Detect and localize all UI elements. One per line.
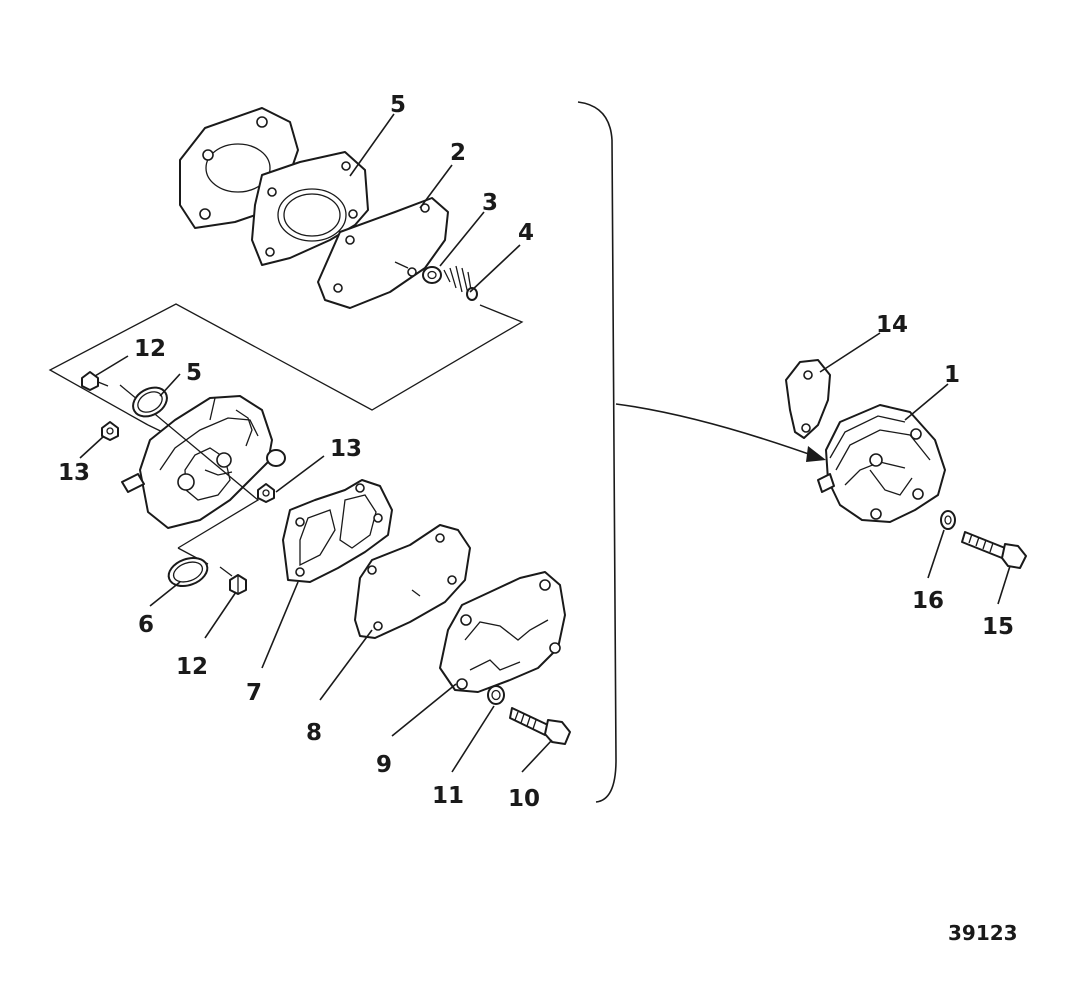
callout-13-right: 13 <box>330 436 362 462</box>
callout-12-bottom: 12 <box>176 654 208 680</box>
callout-9: 9 <box>376 752 392 778</box>
washer-11 <box>487 685 505 705</box>
figure-number: 39123 <box>948 921 1018 945</box>
screw-12-top <box>81 371 109 391</box>
assembled-pump-1 <box>817 404 946 523</box>
bolt-15 <box>961 531 1027 569</box>
assembly-arrow <box>615 403 826 462</box>
gasket-7 <box>282 479 393 583</box>
screw-12-bottom <box>229 574 247 595</box>
washer-3 <box>422 266 442 284</box>
spring-4 <box>443 265 478 301</box>
callout-8: 8 <box>306 720 322 746</box>
diaphragm-8 <box>354 524 471 639</box>
callout-15: 15 <box>982 614 1014 640</box>
callout-3: 3 <box>482 190 498 216</box>
callout-2: 2 <box>450 140 466 166</box>
gasket-5-top <box>251 151 369 266</box>
callout-1: 1 <box>944 362 960 388</box>
callout-5-middle: 5 <box>186 360 202 386</box>
nut-13-left <box>101 421 119 441</box>
callout-5-top: 5 <box>390 92 406 118</box>
callout-14: 14 <box>876 312 908 338</box>
gasket-14 <box>785 359 831 439</box>
callout-11: 11 <box>432 783 464 809</box>
callout-4: 4 <box>518 220 534 246</box>
callout-6-bottom: 6 <box>138 612 154 638</box>
assembly-bracket <box>577 101 617 803</box>
top-dash-outline <box>48 303 524 439</box>
callout-7: 7 <box>246 680 262 706</box>
nut-13-right <box>257 483 275 503</box>
washer-16 <box>940 510 956 530</box>
check-valve-6-top <box>132 386 168 418</box>
pump-cover-9 <box>439 571 566 693</box>
callout-10: 10 <box>508 786 540 812</box>
bolt-10 <box>509 707 571 745</box>
callout-16: 16 <box>912 588 944 614</box>
callout-12-top: 12 <box>134 336 166 362</box>
leader-lines <box>79 113 1011 773</box>
check-valve-6-bottom <box>167 556 209 588</box>
callout-13-left: 13 <box>58 460 90 486</box>
diaphragm-plate-2 <box>317 197 449 309</box>
